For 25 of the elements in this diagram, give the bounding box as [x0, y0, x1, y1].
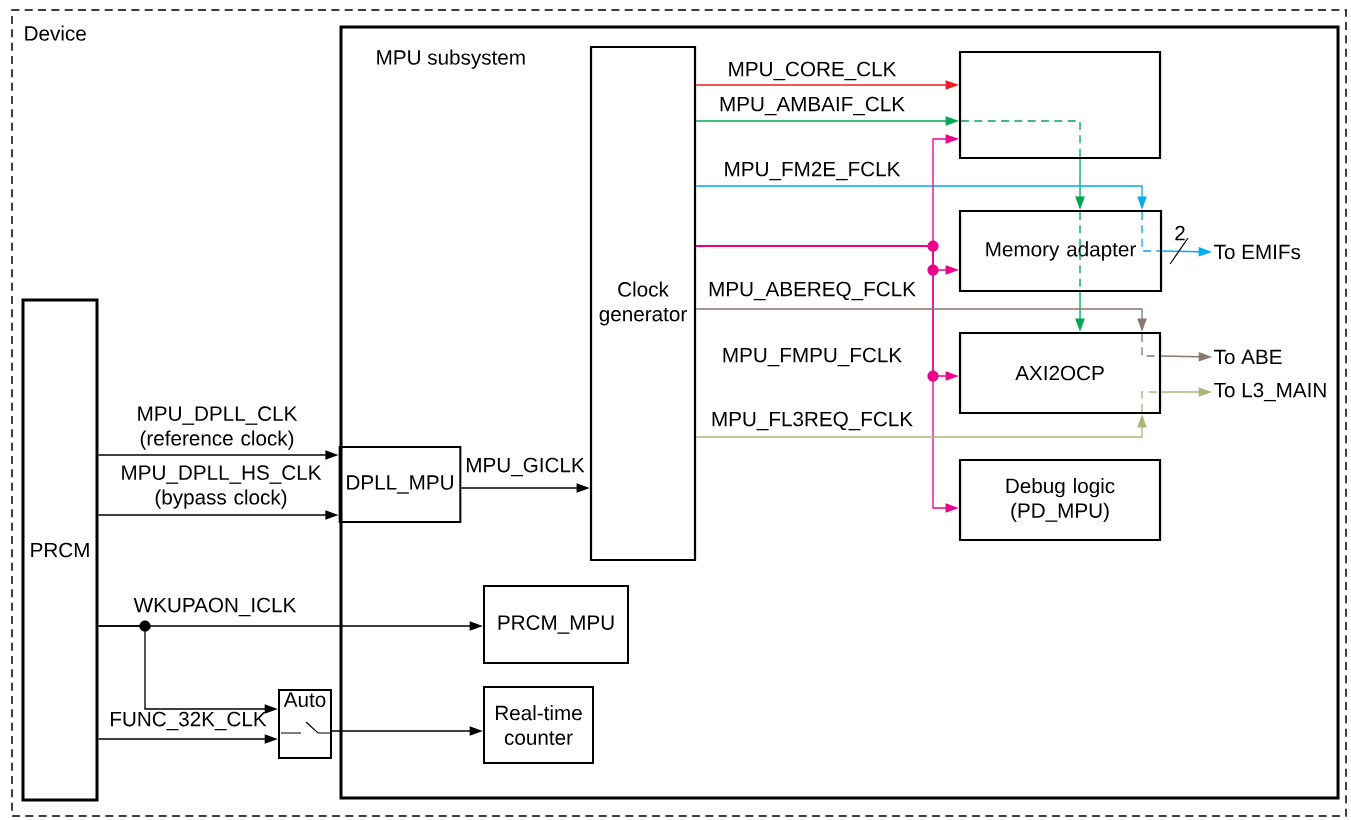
switch-box: Auto — [278, 689, 332, 759]
edge-label: MPU_FL3REQ_FCLK — [712, 411, 913, 431]
output-label: To EMIFs — [1214, 244, 1301, 260]
block-box: PRCM_MPU — [483, 585, 629, 664]
block-box: Debug logic (PD_MPU) — [958, 458, 1162, 542]
edge-label: WKUPAON_ICLK — [133, 597, 297, 617]
block-box: AXI2OCP — [958, 331, 1162, 415]
block-box: Memory adapter — [958, 209, 1163, 293]
block-box — [958, 50, 1162, 160]
edge-label: MPU_FMPU_FCLK — [723, 347, 902, 367]
edge-label: MPU_DPLL_HS_CLK (bypass clock) — [122, 465, 322, 509]
block-box: Clock generator — [589, 45, 697, 562]
edge-label: 2 — [1175, 225, 1185, 241]
edge-label: MPU_ABEREQ_FCLK — [709, 281, 916, 301]
block-box: DPLL_MPU — [338, 446, 462, 523]
block-box: PRCM — [21, 298, 99, 802]
output-label: To L3_MAIN — [1214, 382, 1326, 402]
block-box: Real-time counter — [483, 686, 594, 764]
edge-label: MPU_CORE_CLK — [729, 61, 897, 81]
edge-label: MPU_GICLK — [467, 457, 585, 477]
edge-label: FUNC_32K_CLK — [111, 711, 267, 731]
edge-label: MPU_AMBAIF_CLK — [720, 96, 905, 116]
edge-label: MPU_FM2E_FCLK — [725, 161, 901, 181]
edge-label: MPU_DPLL_CLK (reference clock) — [138, 406, 298, 450]
output-label: To ABE — [1214, 349, 1282, 365]
